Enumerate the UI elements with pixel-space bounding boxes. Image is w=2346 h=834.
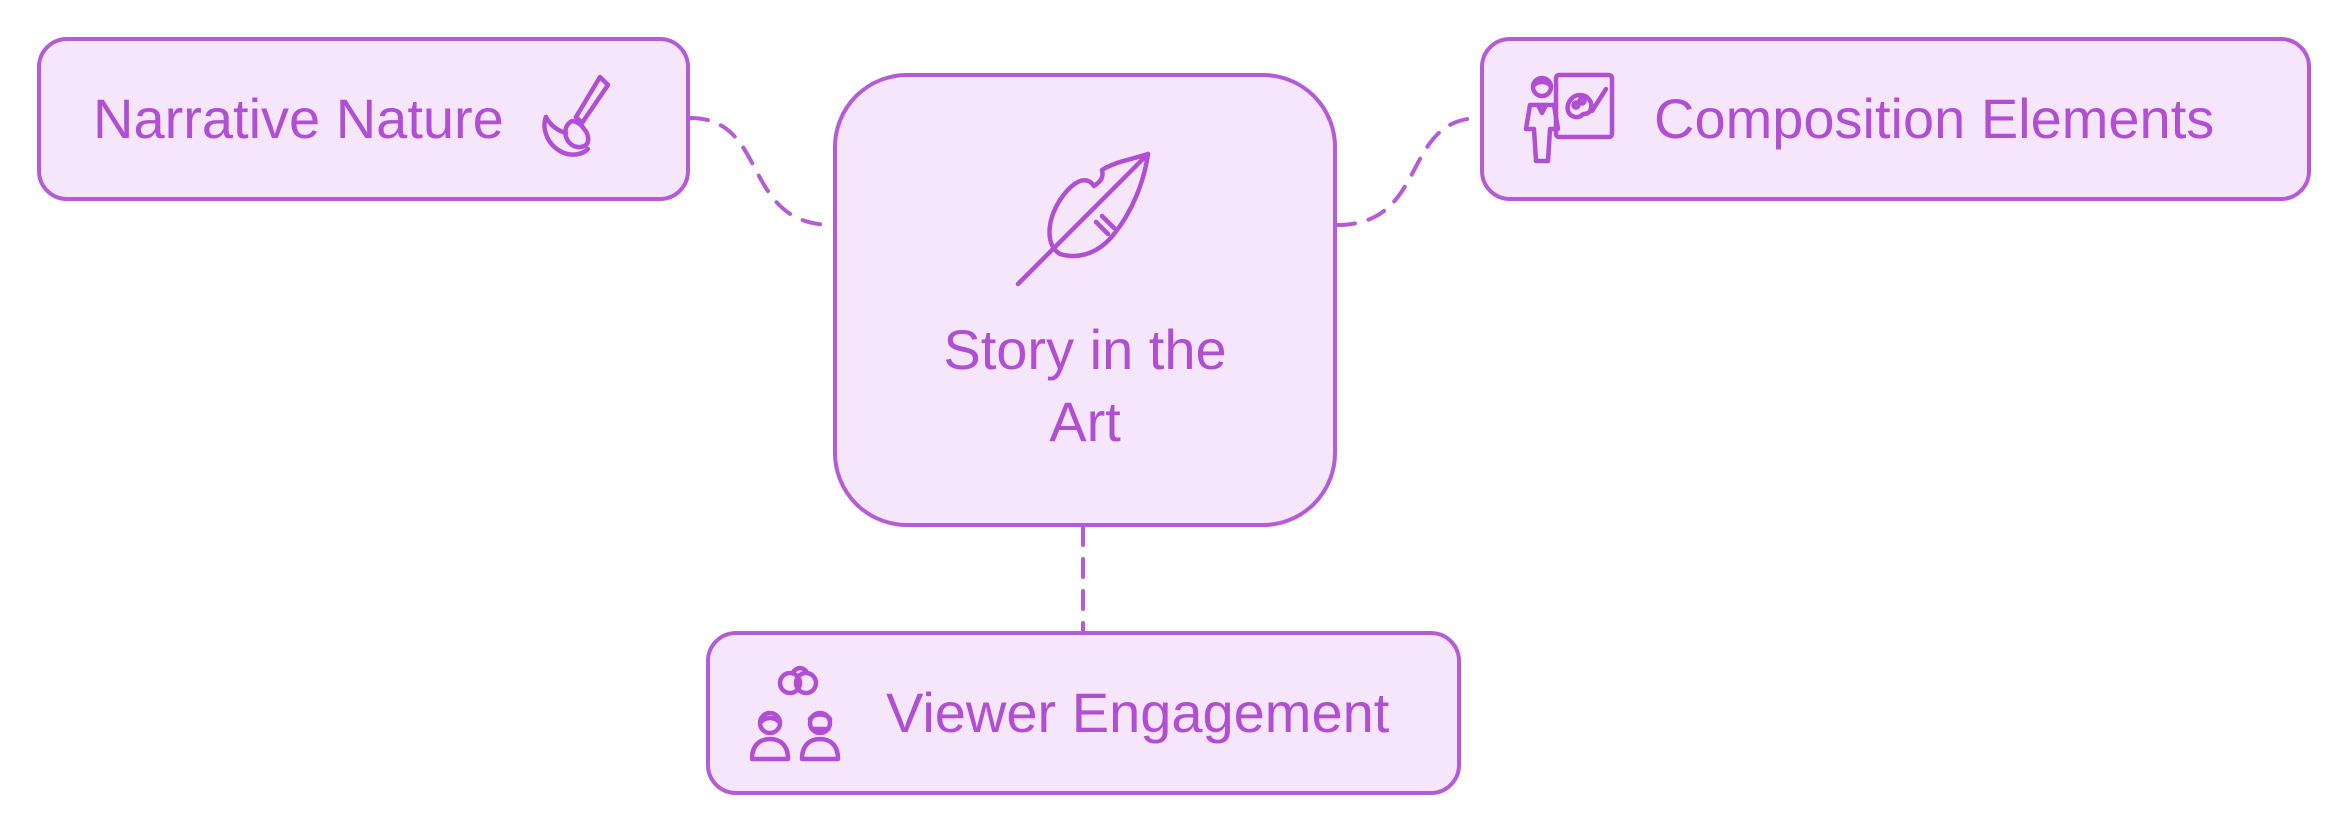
center-label: Story in the Art — [943, 318, 1227, 453]
painter-easel-icon — [1522, 71, 1618, 167]
node-center-story-in-the-art[interactable]: Story in the Art — [833, 73, 1337, 527]
node-composition-elements[interactable]: Composition Elements — [1480, 37, 2311, 201]
viewers-group-icon — [746, 661, 850, 765]
feather-quill-icon — [1010, 142, 1160, 292]
node-narrative-nature[interactable]: Narrative Nature — [37, 37, 690, 201]
node-label: Composition Elements — [1654, 87, 2215, 150]
node-label: Narrative Nature — [93, 87, 504, 150]
edge-composition-elements-to-center — [1335, 116, 1482, 227]
edge-narrative-nature-to-center — [688, 116, 835, 227]
paintbrush-icon — [538, 71, 634, 167]
node-viewer-engagement[interactable]: Viewer Engagement — [706, 631, 1461, 795]
node-label: Viewer Engagement — [886, 681, 1390, 744]
